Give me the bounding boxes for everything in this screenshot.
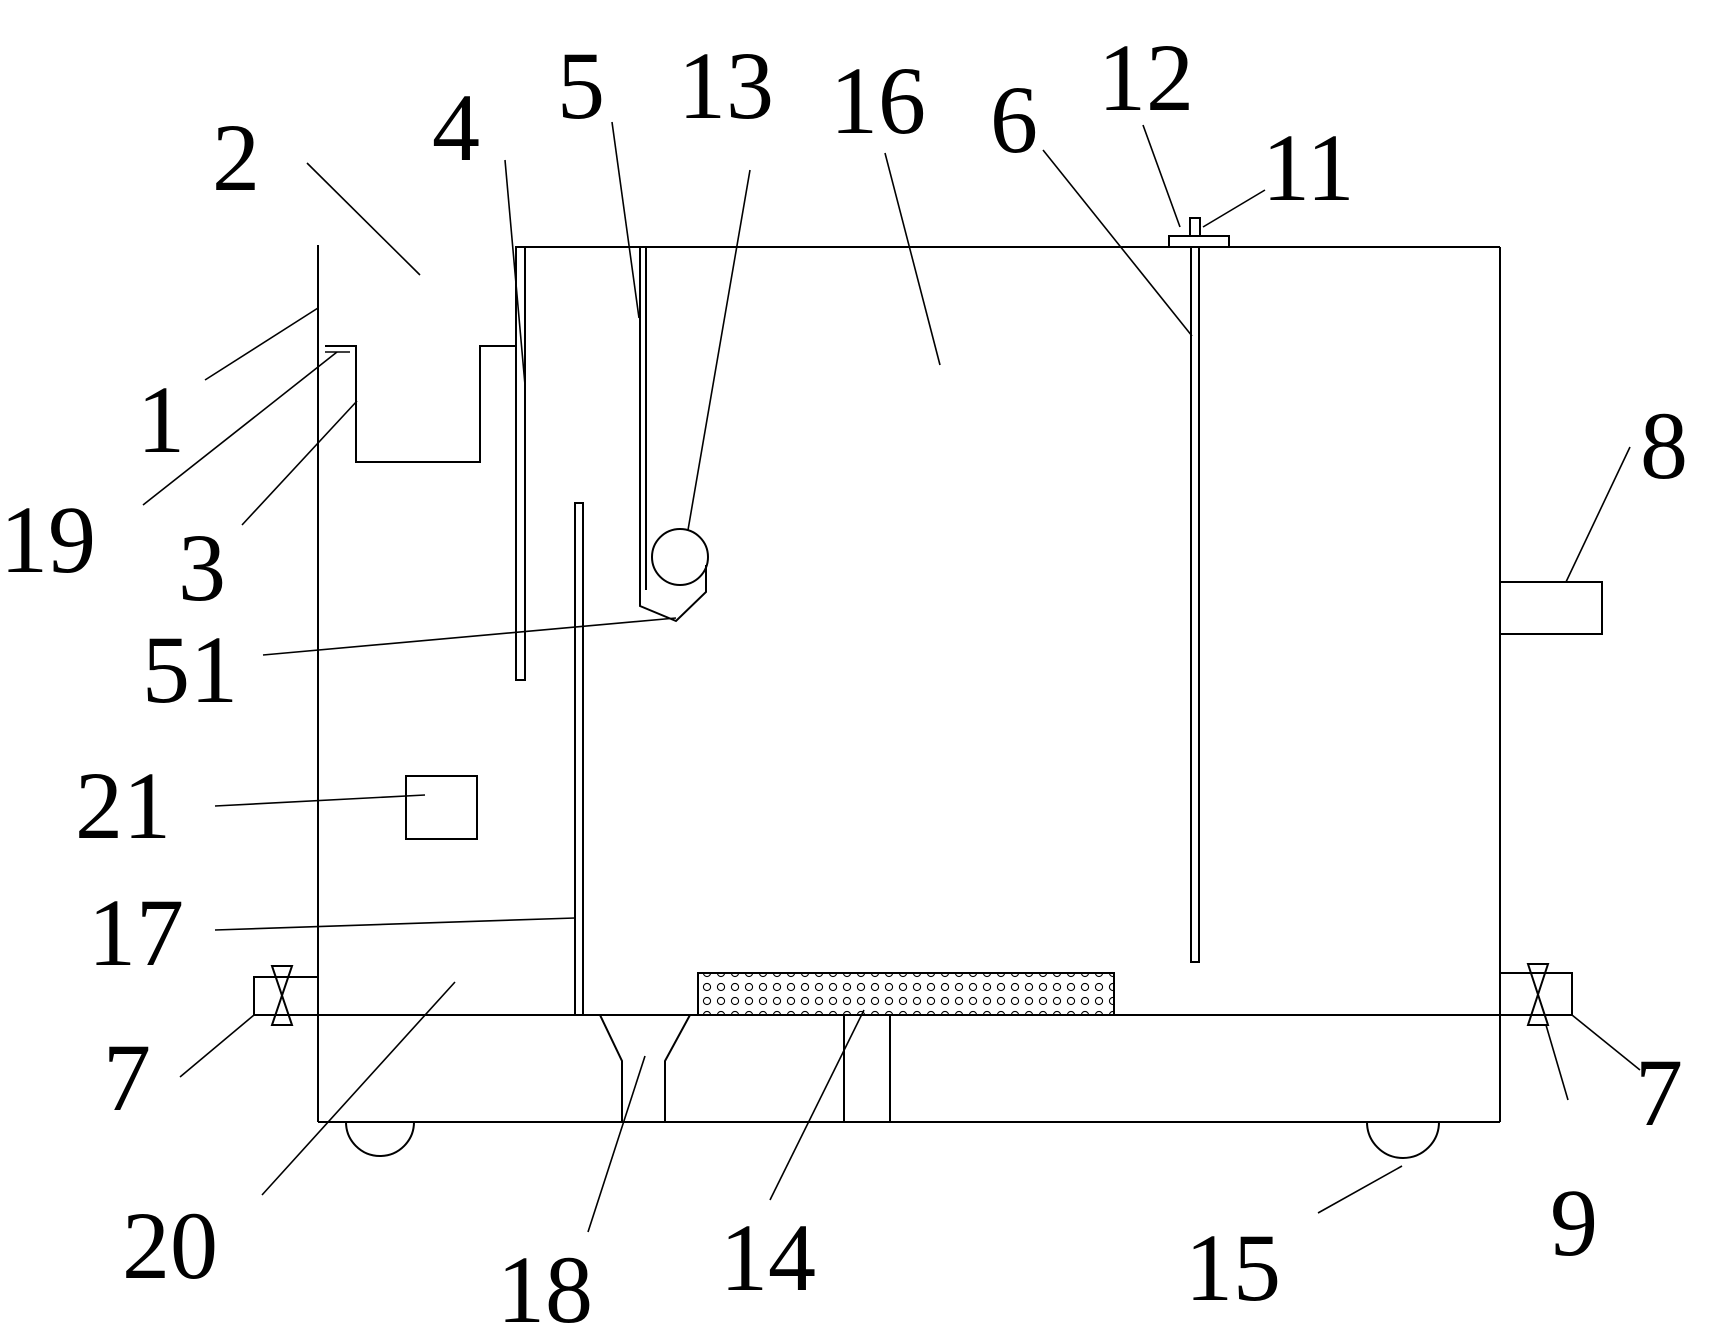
- label-11: 11: [1262, 114, 1354, 221]
- label-20: 20: [122, 1192, 218, 1299]
- label-5: 5: [557, 32, 605, 139]
- label-4: 4: [432, 74, 480, 181]
- part-labels: 1 2 3 4 5 6 7 7 8 9 11 12 13 14 15 16 17…: [0, 24, 1688, 1335]
- stirring-shaft: [1168, 217, 1230, 963]
- label-3: 3: [178, 514, 226, 621]
- hopper: [325, 345, 516, 463]
- label-9: 9: [1550, 1169, 1598, 1276]
- funnel-drain: [599, 1014, 691, 1122]
- partition: [574, 502, 584, 1016]
- wheels: [345, 1121, 1440, 1159]
- housing: [317, 245, 1501, 1123]
- label-19: 19: [0, 486, 96, 593]
- label-14: 14: [720, 1204, 816, 1311]
- label-7-left: 7: [103, 1024, 151, 1131]
- outlet-pipe: [1499, 581, 1603, 635]
- label-51: 51: [142, 616, 238, 723]
- label-13: 13: [678, 32, 774, 139]
- label-6: 6: [990, 66, 1038, 173]
- label-7-right: 7: [1635, 1039, 1683, 1146]
- label-18: 18: [497, 1236, 593, 1335]
- label-8: 8: [1640, 392, 1688, 499]
- label-12: 12: [1098, 24, 1194, 131]
- left-drain-pipe: [253, 965, 319, 1026]
- hanging-rod: [639, 247, 709, 623]
- label-16: 16: [830, 47, 926, 154]
- label-17: 17: [88, 879, 184, 986]
- label-1: 1: [137, 366, 185, 473]
- control-box: [405, 775, 478, 840]
- leader-lines: [142, 121, 1641, 1233]
- label-15: 15: [1185, 1214, 1281, 1321]
- support-pipe: [843, 1015, 891, 1122]
- right-drain-pipe: [1499, 963, 1573, 1026]
- baffle-plate: [515, 246, 526, 681]
- filter-layer: [697, 972, 1115, 1016]
- label-21: 21: [75, 752, 171, 859]
- label-2: 2: [212, 104, 260, 211]
